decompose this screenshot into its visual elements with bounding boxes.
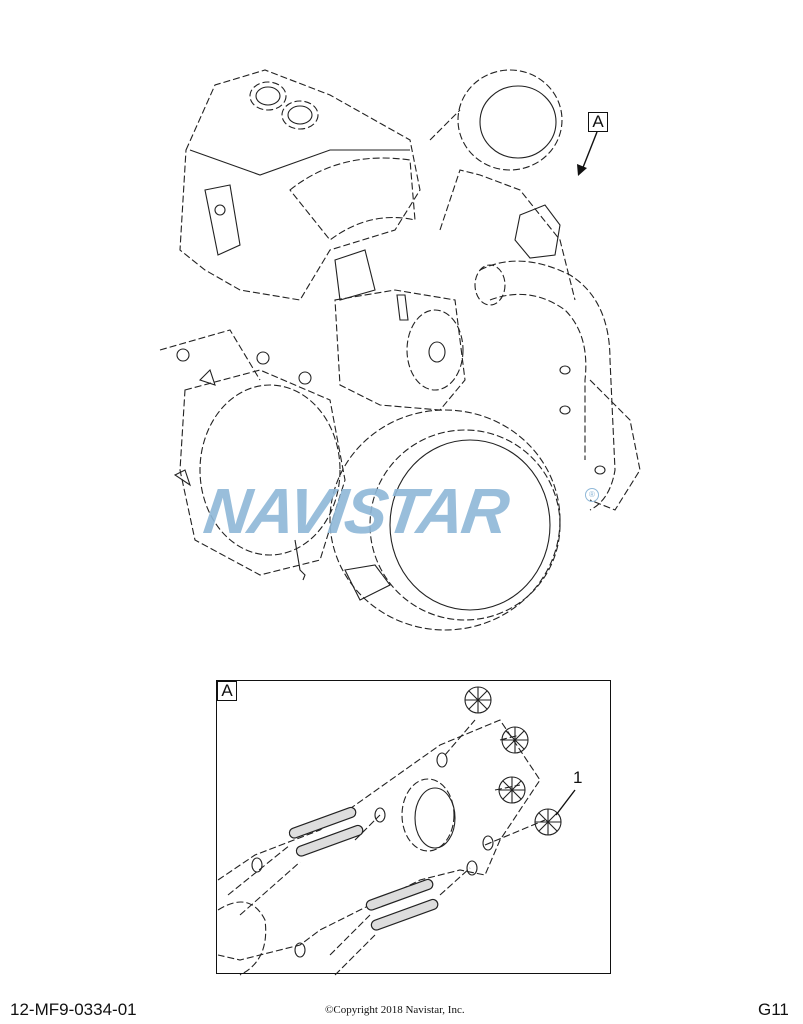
item-callout-1: 1 — [573, 768, 583, 787]
detail-view-label: A — [217, 681, 237, 701]
turbocharger-illustration — [159, 69, 641, 631]
copyright-notice: ©Copyright 2018 Navistar, Inc. — [325, 1004, 465, 1016]
registered-mark: ® — [585, 488, 599, 502]
figure-id: 12-MF9-0334-01 — [10, 1000, 137, 1019]
detail-view-a-frame — [216, 680, 611, 974]
page-reference: G11 — [758, 1000, 789, 1019]
view-callout-a: A — [588, 112, 608, 132]
